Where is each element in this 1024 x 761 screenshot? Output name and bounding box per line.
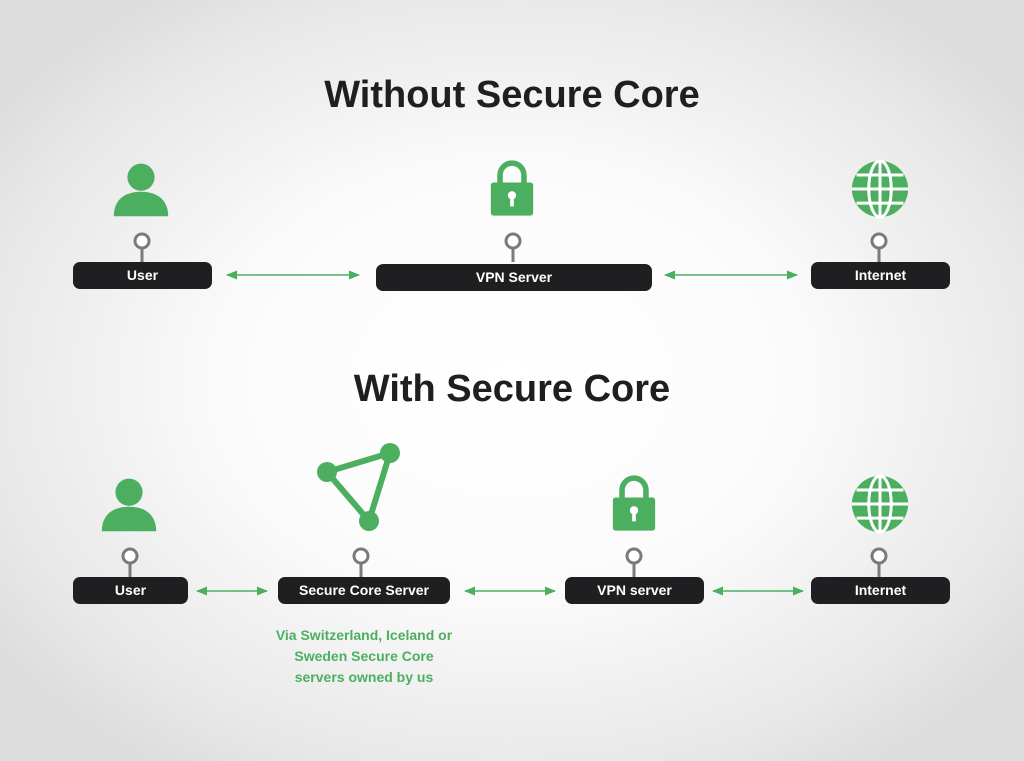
node-user: User bbox=[73, 577, 188, 604]
node-vpn-server: VPN Server bbox=[376, 264, 652, 291]
node-internet: Internet bbox=[811, 262, 950, 289]
connector-pin-icon bbox=[132, 232, 152, 262]
connector-pin-icon bbox=[351, 547, 371, 577]
user-icon bbox=[110, 160, 172, 218]
connector-pin-icon bbox=[869, 232, 889, 262]
connector-pin-icon bbox=[869, 547, 889, 577]
bidirectional-arrow bbox=[663, 270, 799, 280]
node-internet: Internet bbox=[811, 577, 950, 604]
node-vpn-server: VPN server bbox=[565, 577, 704, 604]
globe-icon bbox=[850, 159, 910, 219]
note-line: servers owned by us bbox=[294, 669, 434, 685]
node-secure-core-server: Secure Core Server bbox=[278, 577, 450, 604]
lock-icon bbox=[489, 158, 535, 218]
bidirectional-arrow bbox=[195, 586, 269, 596]
note-line: Sweden Secure Core bbox=[294, 648, 434, 664]
bidirectional-arrow bbox=[711, 586, 805, 596]
connector-pin-icon bbox=[503, 232, 523, 262]
note-line: Via Switzerland, Iceland or bbox=[275, 627, 453, 643]
bidirectional-arrow bbox=[463, 586, 557, 596]
title-with-secure-core: With Secure Core bbox=[353, 368, 671, 410]
secure-core-note: Via Switzerland, Iceland or Sweden Secur… bbox=[244, 625, 484, 688]
bidirectional-arrow bbox=[225, 270, 361, 280]
user-icon bbox=[98, 475, 160, 533]
connector-pin-icon bbox=[624, 547, 644, 577]
globe-icon bbox=[850, 474, 910, 534]
connector-pin-icon bbox=[120, 547, 140, 577]
lock-icon bbox=[611, 473, 657, 533]
triangle-network-icon bbox=[316, 442, 404, 534]
title-without-secure-core: Without Secure Core bbox=[324, 74, 700, 116]
node-user: User bbox=[73, 262, 212, 289]
